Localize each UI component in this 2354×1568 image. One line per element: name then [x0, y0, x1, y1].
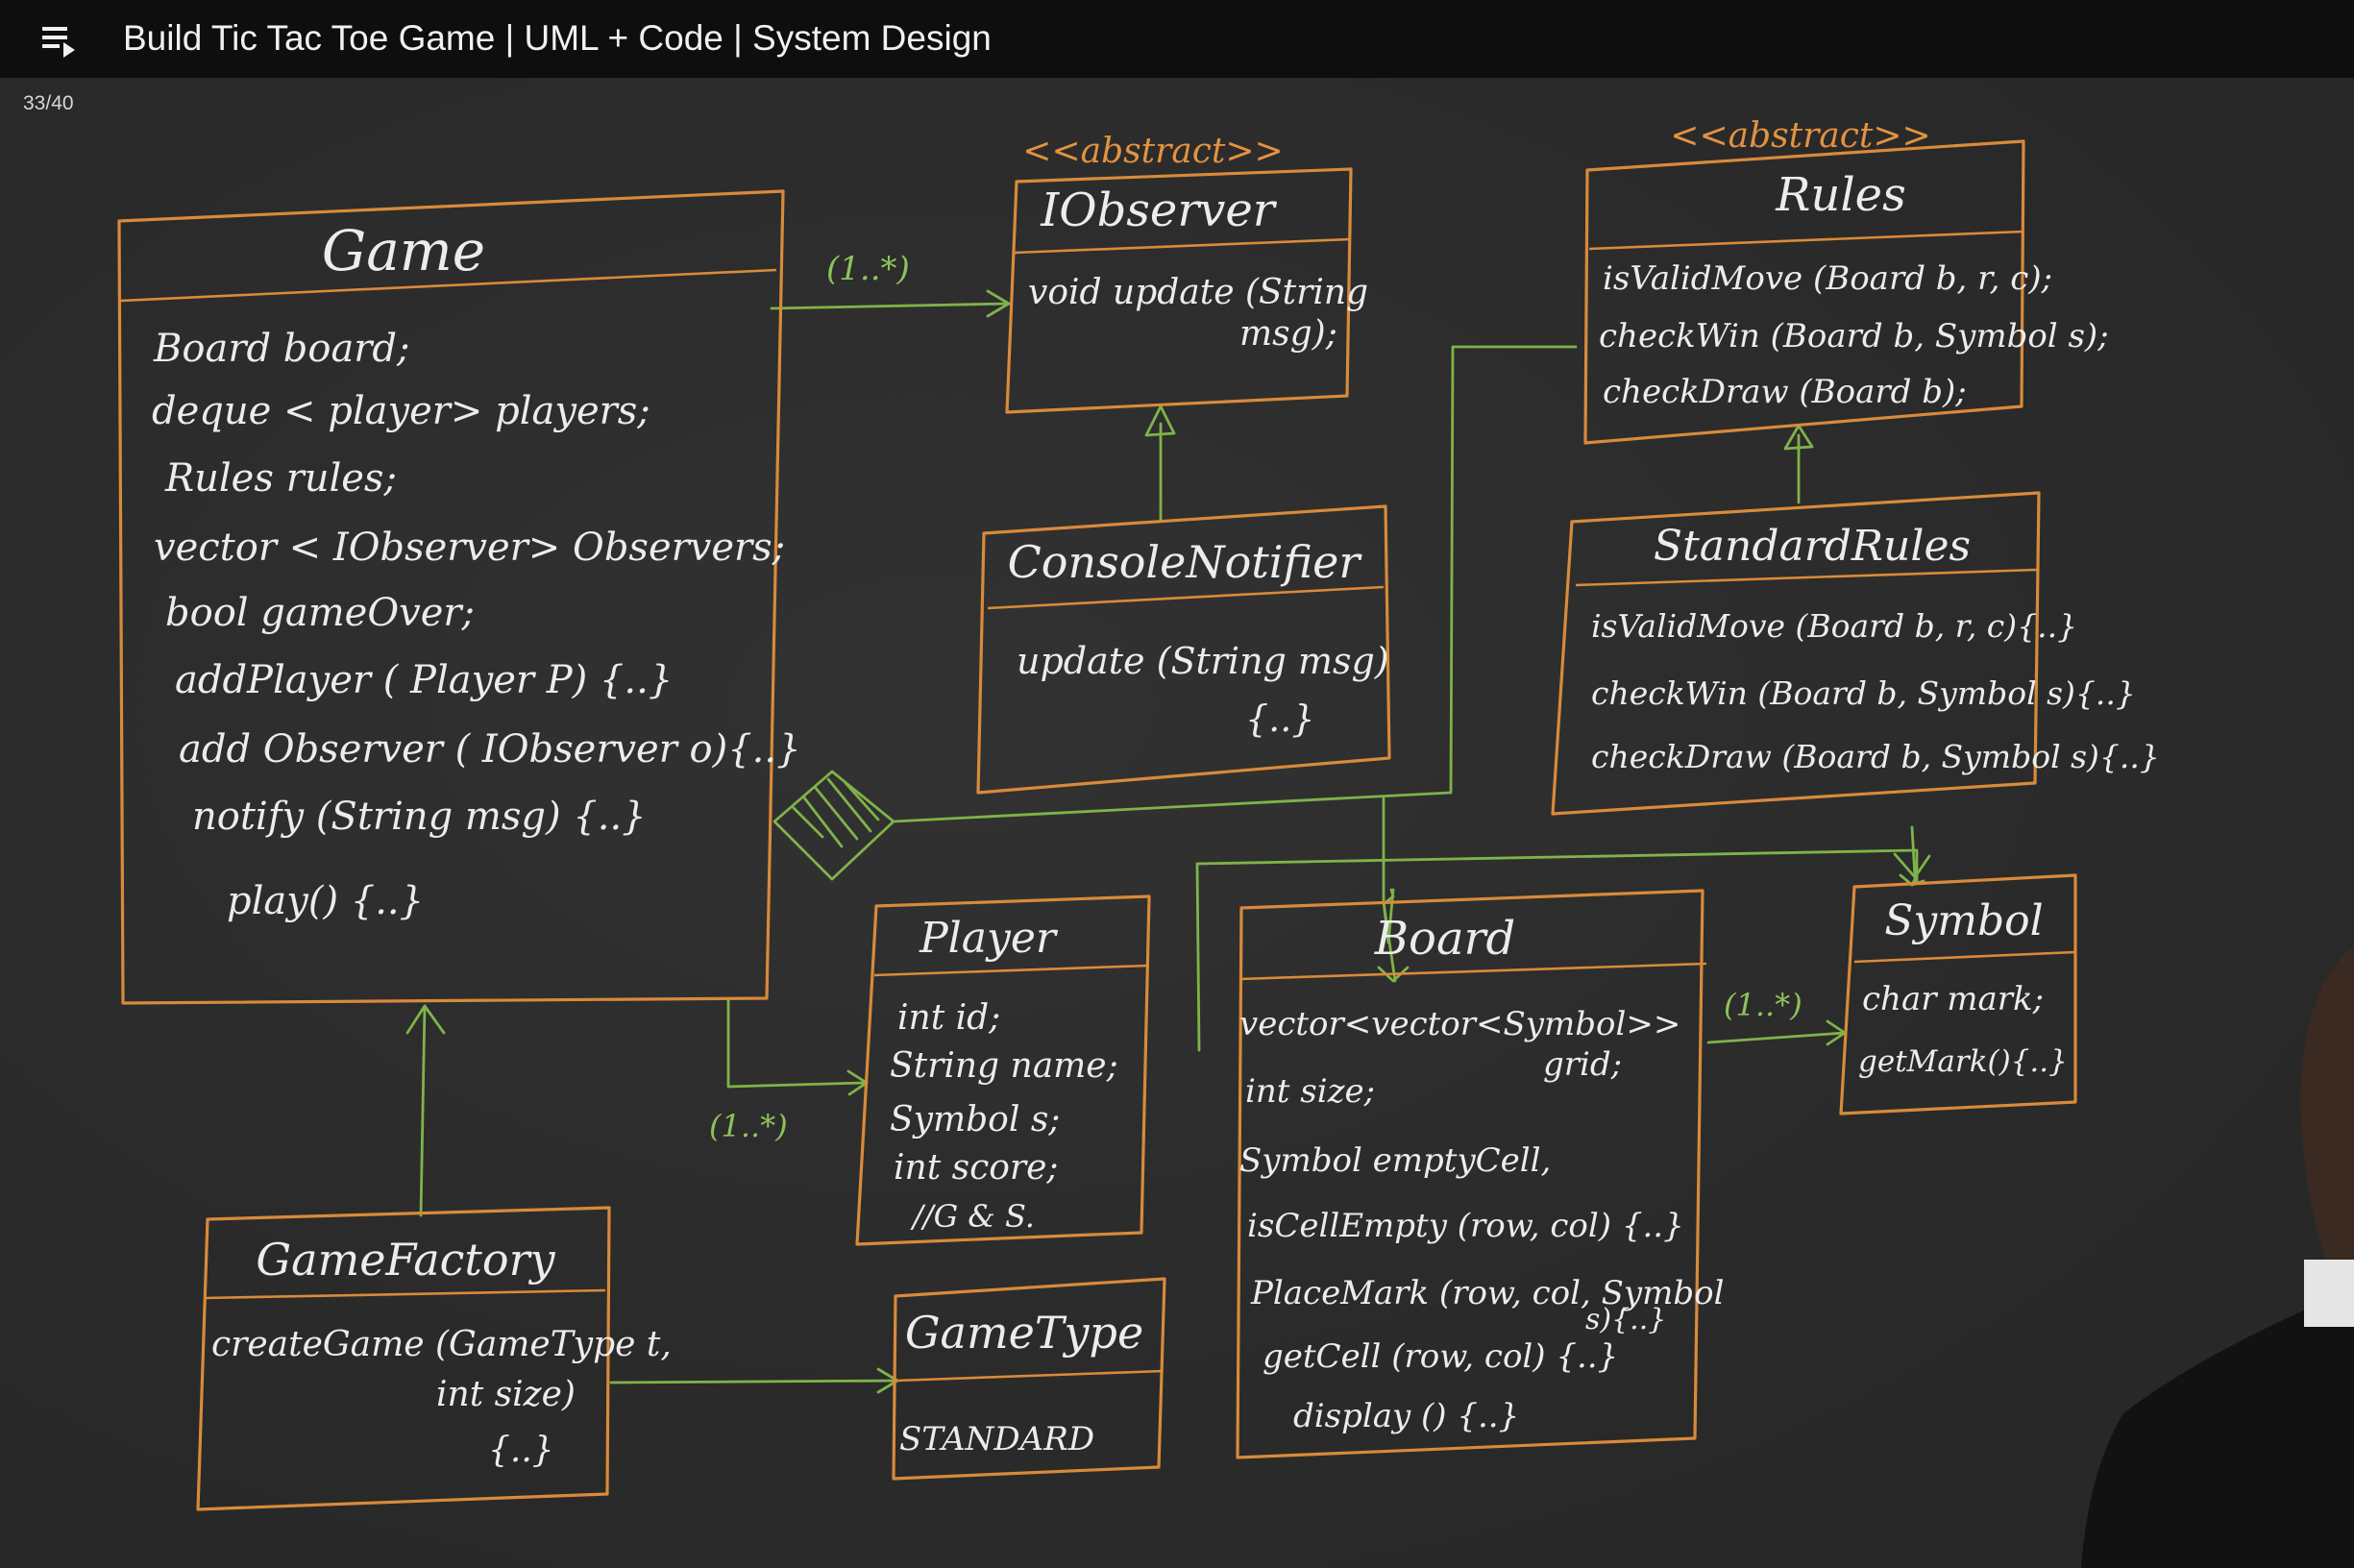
iobserver-member: msg); [1239, 314, 1337, 354]
rules-member: checkDraw (Board b); [1603, 373, 1967, 411]
composition-diamond [772, 770, 895, 881]
console-notifier-member: {..} [1245, 698, 1315, 740]
player-member: int score; [894, 1148, 1059, 1188]
game-member: Board board; [153, 327, 410, 371]
class-standard-rules: StandardRules isValidMove (Board b, r, c… [1551, 491, 2160, 816]
board-member: grid; [1543, 1045, 1622, 1084]
console-notifier-member: update (String msg) [1017, 640, 1389, 682]
game-member: play() {..} [227, 879, 424, 923]
game-factory-member: int size) [436, 1375, 576, 1414]
class-game-factory: GameFactory createGame (GameType t, int … [196, 1206, 672, 1511]
slide-counter: 33/40 [23, 92, 74, 114]
board-member: getCell (row, col) {..} [1263, 1337, 1618, 1376]
multiplicity-game-player: (1..*) [709, 1108, 788, 1144]
board-title: Board [1374, 912, 1515, 966]
standard-rules-inherits-rules [1783, 424, 1814, 504]
game-member: notify (String msg) {..} [192, 795, 647, 839]
player-member: String name; [890, 1046, 1118, 1086]
board-member: vector<vector<Symbol>> [1239, 1005, 1680, 1043]
iobserver-title: IObserver [1040, 184, 1278, 237]
board-member: display () {..} [1293, 1397, 1519, 1435]
standard-rules-member: checkWin (Board b, Symbol s){..} [1591, 674, 2136, 712]
class-board: Board vector<vector<Symbol>> grid; int s… [1236, 889, 1724, 1459]
player-member: Symbol s; [890, 1100, 1060, 1139]
board-member: Symbol emptyCell, [1239, 1141, 1551, 1180]
playlist-icon [42, 27, 75, 58]
standard-rules-member: checkDraw (Board b, Symbol s){..} [1591, 738, 2160, 775]
game-to-observer-association [770, 289, 1011, 318]
class-player: Player int id; String name; Symbol s; in… [855, 894, 1151, 1246]
notifier-inherits-observer [1144, 404, 1176, 522]
standard-rules-title: StandardRules [1654, 522, 1971, 571]
uml-diagram: (1..*) [117, 116, 2354, 1568]
standard-rules-member: isValidMove (Board b, r, c){..} [1591, 607, 2077, 645]
rules-member: checkWin (Board b, Symbol s); [1599, 317, 2109, 355]
class-rules: <<abstract>> Rules isValidMove (Board b,… [1583, 116, 2109, 445]
presenter-silhouette [2081, 947, 2354, 1568]
factory-creates-game [405, 1004, 446, 1217]
board-member: int size; [1245, 1072, 1375, 1111]
class-console-notifier: ConsoleNotifier update (String msg) {..} [976, 504, 1391, 795]
game-member: bool gameOver; [165, 591, 475, 635]
rules-member: isValidMove (Board b, r, c); [1603, 259, 2052, 298]
multiplicity-board-symbol: (1..*) [1724, 987, 1802, 1023]
symbol-title: Symbol [1884, 896, 2043, 945]
game-member: Rules rules; [164, 456, 397, 501]
iobserver-stereotype: <<abstract>> [1022, 132, 1283, 171]
class-symbol: Symbol char mark; getMark(){..} [1839, 873, 2077, 1115]
class-game: Game Board board; deque < player> player… [117, 189, 801, 1005]
game-type-member: STANDARD [899, 1420, 1094, 1458]
game-factory-member: {..} [488, 1431, 554, 1470]
symbol-member: char mark; [1862, 980, 2044, 1018]
board-to-symbol-association [1706, 1019, 1847, 1046]
game-member: deque < player> players; [152, 389, 650, 433]
game-member: vector < IObserver> Observers; [154, 526, 785, 570]
game-member: addPlayer ( Player P) {..} [175, 658, 673, 702]
game-factory-member: createGame (GameType t, [211, 1325, 672, 1364]
video-title: Build Tic Tac Toe Game | UML + Code | Sy… [123, 18, 992, 58]
player-member: int id; [897, 998, 1000, 1038]
game-member: add Observer ( IObserver o){..} [179, 727, 801, 772]
composition-links [892, 345, 1931, 1052]
game-to-player-association [726, 996, 869, 1096]
rules-title: Rules [1775, 168, 1905, 222]
console-notifier-title: ConsoleNotifier [1008, 536, 1363, 588]
class-game-title: Game [322, 218, 485, 283]
game-type-title: GameType [905, 1307, 1143, 1359]
class-game-type: GameType STANDARD [892, 1277, 1166, 1481]
board-member: s){..} [1585, 1303, 1666, 1336]
symbol-member: getMark(){..} [1858, 1044, 2068, 1079]
video-top-bar: Build Tic Tac Toe Game | UML + Code | Sy… [0, 0, 2354, 78]
player-member: //G & S. [910, 1198, 1035, 1235]
game-factory-title: GameFactory [256, 1234, 555, 1286]
player-title: Player [919, 914, 1059, 963]
multiplicity-game-observer: (1..*) [826, 250, 910, 288]
board-member: isCellEmpty (row, col) {..} [1247, 1207, 1684, 1245]
class-iobserver: <<abstract>> IObserver void update (Stri… [1005, 132, 1368, 414]
playlist-button[interactable] [37, 19, 83, 61]
board-member: PlaceMark (row, col, Symbol [1250, 1274, 1724, 1312]
iobserver-member: void update (String [1028, 273, 1368, 312]
factory-uses-gametype [609, 1367, 899, 1394]
